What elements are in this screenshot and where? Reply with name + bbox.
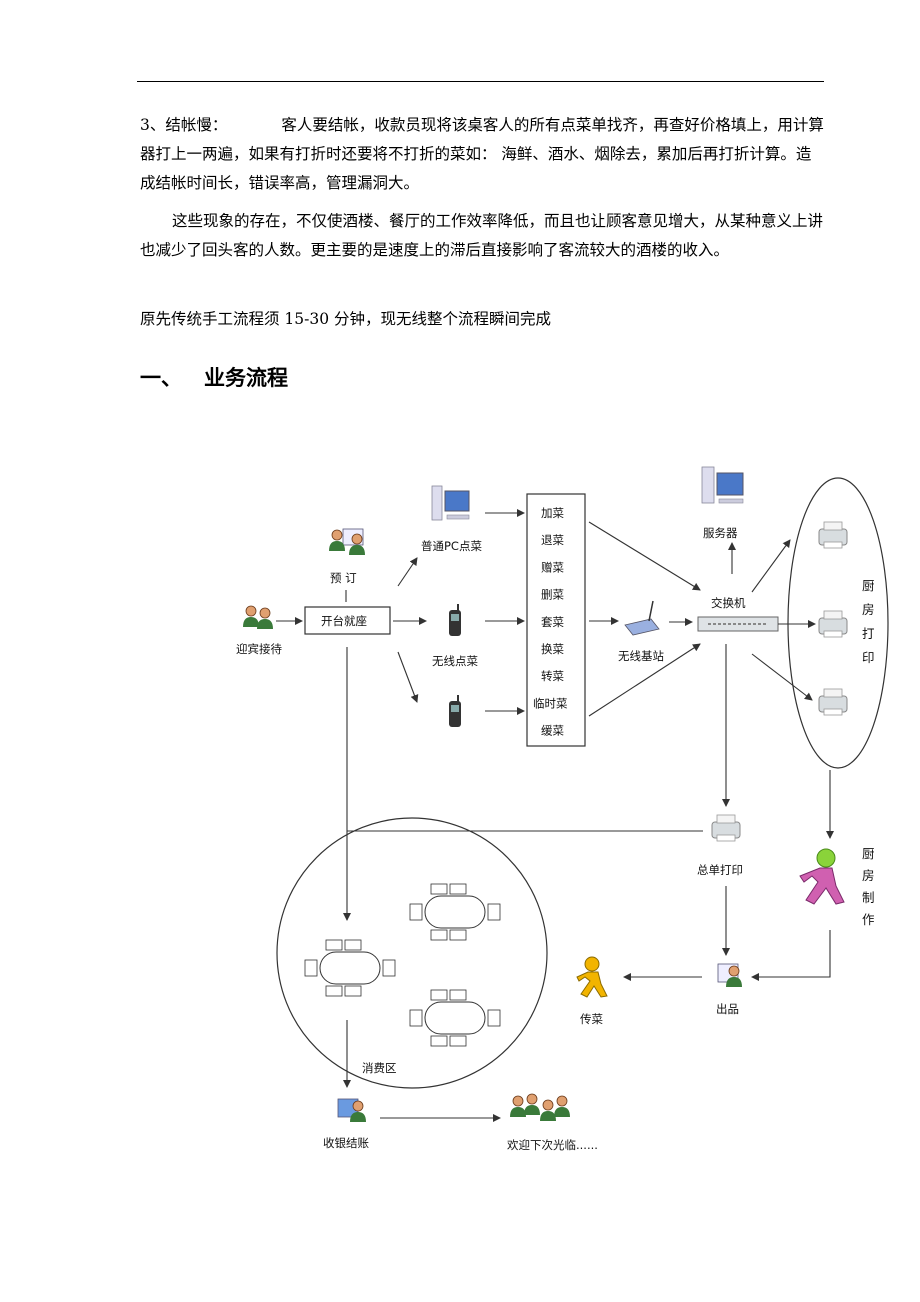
header-rule <box>137 81 824 82</box>
paragraph-comparison: 原先传统手工流程须 15-30 分钟，现无线整个流程瞬间完成 <box>140 310 552 328</box>
menu-op-item: 套菜 <box>541 615 564 629</box>
label-open-table: 开台就座 <box>321 614 367 628</box>
paragraph-impact: 这些现象的存在，不仅使酒楼、餐厅的工作效率降低，而且也让顾客意见增大，从某种意义… <box>140 212 824 259</box>
svg-text:印: 印 <box>862 650 875 665</box>
flow-arrows <box>276 509 834 1122</box>
svg-text:制: 制 <box>862 890 875 905</box>
menu-op-item: 转菜 <box>541 669 564 683</box>
label-base-station: 无线基站 <box>618 649 664 663</box>
menu-op-item: 删菜 <box>541 588 564 602</box>
total-printer-icon <box>711 814 741 842</box>
deliver-figure-icon <box>576 956 608 998</box>
svg-text:房: 房 <box>862 602 875 617</box>
reserve-icon <box>328 528 366 556</box>
menu-op-item: 缓菜 <box>541 724 564 738</box>
label-reserve: 预 订 <box>330 571 357 585</box>
label-consume-area: 消费区 <box>362 1061 397 1075</box>
heading-title: 业务流程 <box>204 366 288 390</box>
label-welcome: 迎宾接待 <box>236 642 282 656</box>
menu-op-item: 赠菜 <box>541 560 564 574</box>
svg-text:打: 打 <box>862 626 875 641</box>
kitchen-printer-icon-2 <box>818 610 848 638</box>
switch-icon <box>697 616 779 632</box>
paragraph-label: 3、结帐慢： <box>140 116 228 134</box>
dining-table-icon-3 <box>409 989 501 1047</box>
welcome-back-people-icon <box>509 1093 571 1122</box>
open-table-box <box>304 606 391 635</box>
wireless-phone-icon <box>449 604 461 636</box>
heading-number: 一、 <box>140 366 182 390</box>
dining-table-icon-2 <box>304 939 396 997</box>
svg-text:厨: 厨 <box>862 578 875 593</box>
menu-op-item: 临时菜 <box>533 696 568 710</box>
label-pc-order: 普通PC点菜 <box>421 539 482 553</box>
menu-op-item: 换菜 <box>541 642 564 656</box>
wireless-phone-icon-2 <box>449 695 461 727</box>
section-heading: 一、业务流程 <box>140 362 288 392</box>
label-switch: 交换机 <box>711 596 746 610</box>
serve-out-icon <box>717 963 743 988</box>
label-deliver: 传菜 <box>580 1012 603 1026</box>
label-kitchen-make: 厨 房 制 作 <box>862 846 875 927</box>
checkout-icon <box>337 1098 367 1123</box>
svg-text:作: 作 <box>862 912 875 927</box>
menu-ops-box <box>526 493 586 747</box>
label-serve-out: 出品 <box>716 1002 739 1016</box>
label-welcome-back: 欢迎下次光临...... <box>507 1138 598 1152</box>
label-checkout: 收银结账 <box>323 1136 369 1150</box>
kitchen-print-group <box>787 477 889 769</box>
label-wireless-order: 无线点菜 <box>432 654 478 668</box>
kitchen-make-figure-icon <box>799 848 845 905</box>
menu-op-item: 加菜 <box>541 506 564 520</box>
menu-op-item: 退菜 <box>541 533 564 547</box>
server-icon <box>701 466 744 504</box>
kitchen-printer-icon-3 <box>818 688 848 716</box>
paragraph-slow-checkout: 3、结帐慢：客人要结帐，收款员现将该桌客人的所有点菜单找齐，再查好价格填上，用计… <box>140 111 824 198</box>
svg-text:房: 房 <box>862 868 875 883</box>
svg-text:厨: 厨 <box>862 846 875 861</box>
kitchen-printer-icon-1 <box>818 521 848 549</box>
dining-table-icon-1 <box>409 883 501 941</box>
paragraph-text: 客人要结帐，收款员现将该桌客人的所有点菜单找齐，再查好价格填上，用计算器打上一两… <box>140 116 824 192</box>
label-total-print: 总单打印 <box>697 863 743 877</box>
label-server: 服务器 <box>703 526 738 540</box>
welcome-people-icon <box>242 605 274 630</box>
consume-area-circle <box>276 817 548 1089</box>
pc-icon <box>431 485 470 521</box>
base-station-icon <box>624 600 660 636</box>
label-kitchen-print: 厨 房 打 印 <box>862 578 875 665</box>
